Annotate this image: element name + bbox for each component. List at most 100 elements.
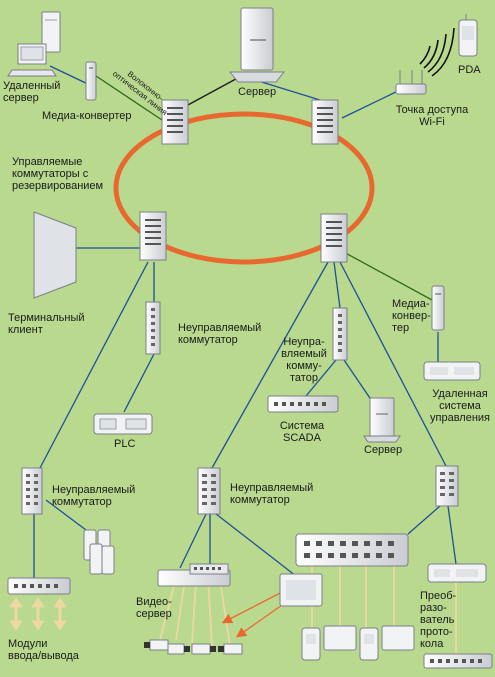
- label-server-top: Сервер: [238, 86, 277, 98]
- label-video-server: Видео- сервер: [136, 596, 172, 620]
- field-devices-left-icon: [83, 529, 115, 575]
- label-protocol-converter-line4: прото-: [420, 626, 453, 638]
- pda-icon: [458, 14, 478, 57]
- label-media-converter-right-line1: Медиа-: [392, 298, 430, 310]
- fiber-link-right: [339, 249, 433, 301]
- label-unmanaged-switch-center: Неупра- вляемый комму- татор: [276, 336, 332, 384]
- label-io-modules-line1: Модули: [8, 638, 48, 650]
- link-right-unmanaged-big: [407, 505, 441, 535]
- label-managed-switches: Управляемые коммутаторы с резервирование…: [12, 156, 103, 192]
- video-server-icon: [157, 563, 231, 587]
- label-media-converter-right-line3: тер: [392, 322, 410, 334]
- link-bottom-unmanaged-pc: [215, 513, 297, 577]
- label-server-bottom: Сервер: [364, 444, 403, 456]
- label-terminal-client-line2: клиент: [8, 324, 43, 336]
- label-scada-line2: SCADA: [283, 432, 321, 444]
- label-media-converter-top: Медиа-конвертер: [42, 110, 132, 122]
- protocol-converter-icon: [427, 563, 487, 583]
- label-protocol-converter-line1: Преоб-: [420, 590, 457, 602]
- label-unmanaged-switch-bottom: Неуправляемый коммутатор: [230, 482, 313, 506]
- label-protocol-converter: Преоб- разо- ватель прото- кола: [420, 590, 456, 650]
- link-remote-server-media-converter: [49, 65, 93, 87]
- label-wifi-ap: Точка доступа Wi-Fi: [392, 104, 472, 128]
- video-signal-3: [191, 579, 197, 645]
- link-switch-right-unmanaged: [339, 261, 447, 467]
- label-remote-control: Удаленная система управления: [426, 388, 494, 424]
- video-signal-4: [207, 577, 213, 647]
- io-modules-icon: [7, 577, 71, 595]
- media-converter-top-icon: [85, 61, 97, 101]
- unmanaged-switch-right-icon: [435, 465, 459, 507]
- link-switch-bottom-unmanaged: [211, 261, 329, 469]
- label-remote-control-line2: система: [439, 400, 481, 412]
- video-cameras-icon: [144, 639, 243, 655]
- server-bottom-icon: [363, 397, 401, 443]
- network-links: [33, 65, 457, 578]
- fiber-links: [95, 75, 433, 301]
- link-left-unmanaged-phones: [45, 499, 87, 531]
- label-unmanaged-switch-left: Неуправляемый коммутатор: [52, 484, 135, 508]
- label-unmanaged-switch-bottom-line1: Неуправляемый: [230, 482, 314, 494]
- label-terminal-client-line1: Терминальный: [8, 312, 85, 324]
- wifi-waves-icon: [419, 27, 455, 77]
- link-right-unmanaged-converter: [447, 505, 457, 565]
- label-unmanaged-switch-center-line1: Неупра-: [283, 336, 325, 348]
- label-remote-server-line2: сервер: [3, 92, 39, 104]
- label-media-converter-right: Медиа- конвер- тер: [392, 298, 431, 334]
- label-managed-switches-line3: резервированием: [12, 180, 104, 192]
- label-terminal-client: Терминальный клиент: [8, 312, 85, 336]
- label-wifi-ap-line2: Wi-Fi: [419, 116, 445, 128]
- label-plc: PLC: [114, 438, 136, 450]
- label-protocol-converter-line5: кола: [420, 638, 444, 650]
- fiber-link-top: [95, 75, 169, 125]
- plc-icon: [93, 413, 153, 435]
- label-protocol-converter-line3: ватель: [420, 614, 455, 626]
- label-unmanaged-switch-left-line2: коммутатор: [52, 496, 112, 508]
- label-video-server-line1: Видео-: [136, 596, 172, 608]
- label-remote-server-line1: Удаленный: [3, 80, 61, 92]
- scada-icon: [267, 395, 339, 413]
- video-signal-1: [159, 585, 175, 641]
- label-unmanaged-switch-left-line1: Неуправляемый: [52, 484, 136, 496]
- label-unmanaged-switch-center-line2: вляемый: [281, 348, 327, 360]
- label-scada: Система SCADA: [272, 420, 332, 444]
- ring-switch-top-right-icon: [311, 99, 339, 145]
- label-unmanaged-switch-mid: Неуправляемый коммутатор: [178, 322, 261, 346]
- label-protocol-converter-line2: разо-: [420, 602, 447, 614]
- remote-control-icon: [423, 361, 481, 381]
- label-unmanaged-switch-bottom-line2: коммутатор: [230, 494, 290, 506]
- remote-server-icon: [7, 11, 61, 77]
- label-io-modules: Модули ввода/вывода: [8, 638, 79, 662]
- io-arrows-icon: [9, 597, 67, 631]
- label-media-converter-right-line2: конвер-: [392, 310, 431, 322]
- ring-switch-bottom-left-icon: [139, 211, 167, 261]
- workstation-icon: [279, 573, 323, 607]
- bottom-right-device-icon: [423, 653, 493, 669]
- wifi-ap-icon: [395, 70, 427, 95]
- label-wifi-ap-line1: Точка доступа: [395, 104, 469, 116]
- link-bottom-unmanaged-video: [179, 513, 207, 569]
- link-center-server: [343, 359, 375, 405]
- label-video-server-line2: сервер: [136, 608, 172, 620]
- link-center-scada: [305, 359, 337, 397]
- link-switch-center-unmanaged: [333, 261, 341, 309]
- link-server-switch: [254, 79, 321, 101]
- unmanaged-switch-bottom-icon: [197, 467, 221, 515]
- ring-switch-top-left-icon: [161, 99, 189, 145]
- video-signal-5: [219, 579, 231, 647]
- label-unmanaged-switch-center-line4: татор: [290, 372, 318, 384]
- label-pda: PDA: [458, 64, 481, 76]
- label-io-modules-line2: ввода/вывода: [8, 650, 79, 662]
- server-top-icon: [228, 7, 286, 83]
- unmanaged-switch-mid-icon: [145, 301, 161, 355]
- label-unmanaged-switch-mid-line2: коммутатор: [178, 334, 238, 346]
- label-remote-server: Удаленный сервер: [3, 80, 60, 104]
- label-remote-control-line3: управления: [430, 412, 490, 424]
- label-unmanaged-switch-center-line3: комму-: [286, 360, 322, 372]
- ring-switch-bottom-right-icon: [320, 213, 348, 263]
- large-switch-icon: [295, 533, 409, 567]
- link-mid-unmanaged-plc: [123, 353, 155, 413]
- unmanaged-switch-center-icon: [332, 307, 348, 361]
